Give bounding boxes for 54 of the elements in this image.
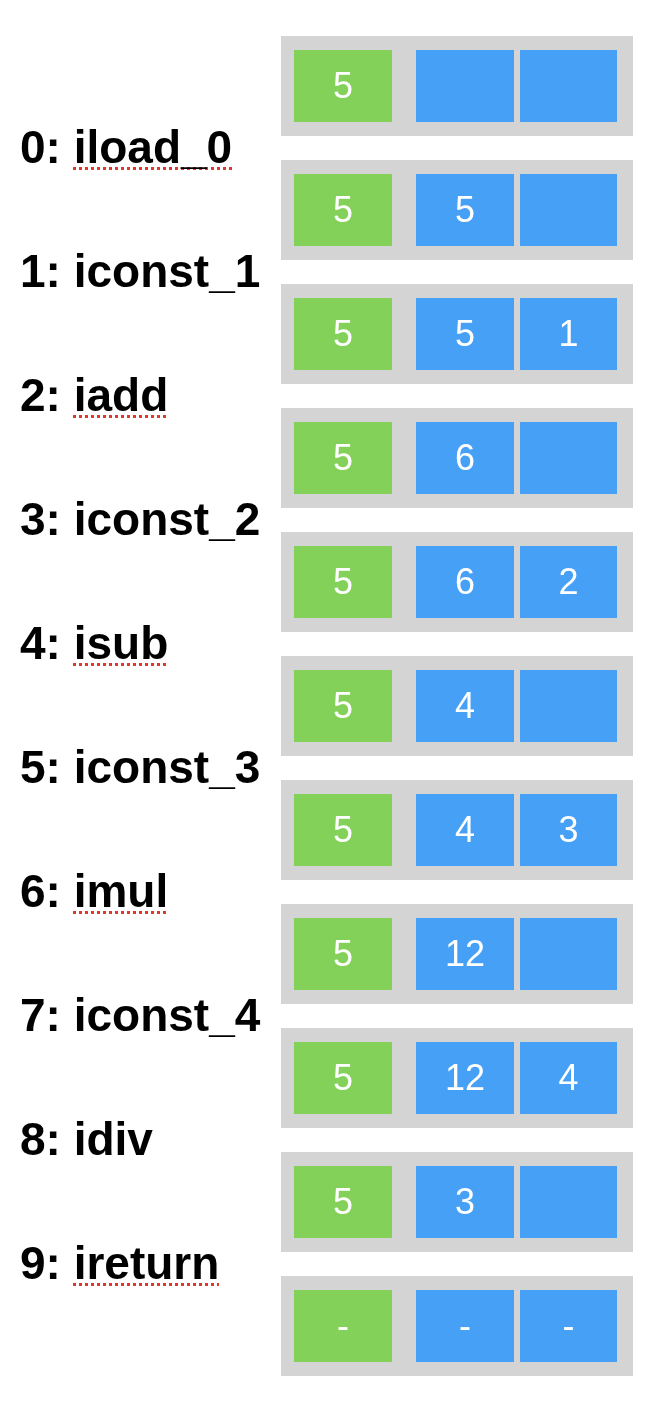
stack-slot: 5 (416, 174, 514, 246)
stack-slot (520, 174, 617, 246)
stack-slot: 5 (294, 918, 392, 990)
stack-frame (281, 904, 633, 1004)
stack-slot: 5 (294, 50, 392, 122)
stack-slot: 3 (416, 1166, 514, 1238)
instruction-label: 9: ireturn (20, 1240, 220, 1286)
stack-frame (281, 160, 633, 260)
instruction-label: 7: iconst_4 (20, 992, 261, 1038)
stack-frame (281, 656, 633, 756)
instruction-label: 5: iconst_3 (20, 744, 261, 790)
instruction-label: 8: idiv (20, 1116, 153, 1162)
stack-frame (281, 1152, 633, 1252)
instruction-label: 0: iload_0 (20, 124, 233, 170)
stack-slot: 2 (520, 546, 617, 618)
stack-frame (281, 408, 633, 508)
instruction-label: 6: imul (20, 868, 169, 914)
stack-frame (281, 780, 633, 880)
stack-slot (520, 918, 617, 990)
stack-slot: 5 (294, 546, 392, 618)
instruction-label: 2: iadd (20, 372, 169, 418)
stack-slot: 4 (416, 670, 514, 742)
instruction-label: 4: isub (20, 620, 169, 666)
stack-slot: 3 (520, 794, 617, 866)
stack-slot (520, 422, 617, 494)
stack-frame (281, 532, 633, 632)
stack-slot: - (416, 1290, 514, 1362)
stack-slot: - (520, 1290, 617, 1362)
stack-slot: 6 (416, 546, 514, 618)
stack-slot: 6 (416, 422, 514, 494)
stack-slot: 5 (294, 174, 392, 246)
stack-slot: 12 (416, 1042, 514, 1114)
stack-frame (281, 1028, 633, 1128)
stack-slot (520, 670, 617, 742)
stack-frame (281, 1276, 633, 1376)
stack-frame (281, 36, 633, 136)
stack-slot: 1 (520, 298, 617, 370)
stack-slot: 5 (294, 670, 392, 742)
stack-slot: 12 (416, 918, 514, 990)
instruction-label: 3: iconst_2 (20, 496, 261, 542)
stack-slot: 5 (294, 794, 392, 866)
stack-slot (520, 50, 617, 122)
stack-slot: 4 (520, 1042, 617, 1114)
stack-frame (281, 284, 633, 384)
instruction-label: 1: iconst_1 (20, 248, 261, 294)
stack-slot: 4 (416, 794, 514, 866)
stack-slot: 5 (294, 1166, 392, 1238)
stack-slot: 5 (294, 298, 392, 370)
stack-slot (520, 1166, 617, 1238)
stack-slot: 5 (294, 422, 392, 494)
stack-slot (416, 50, 514, 122)
stack-slot: - (294, 1290, 392, 1362)
stack-slot: 5 (416, 298, 514, 370)
stack-slot: 5 (294, 1042, 392, 1114)
